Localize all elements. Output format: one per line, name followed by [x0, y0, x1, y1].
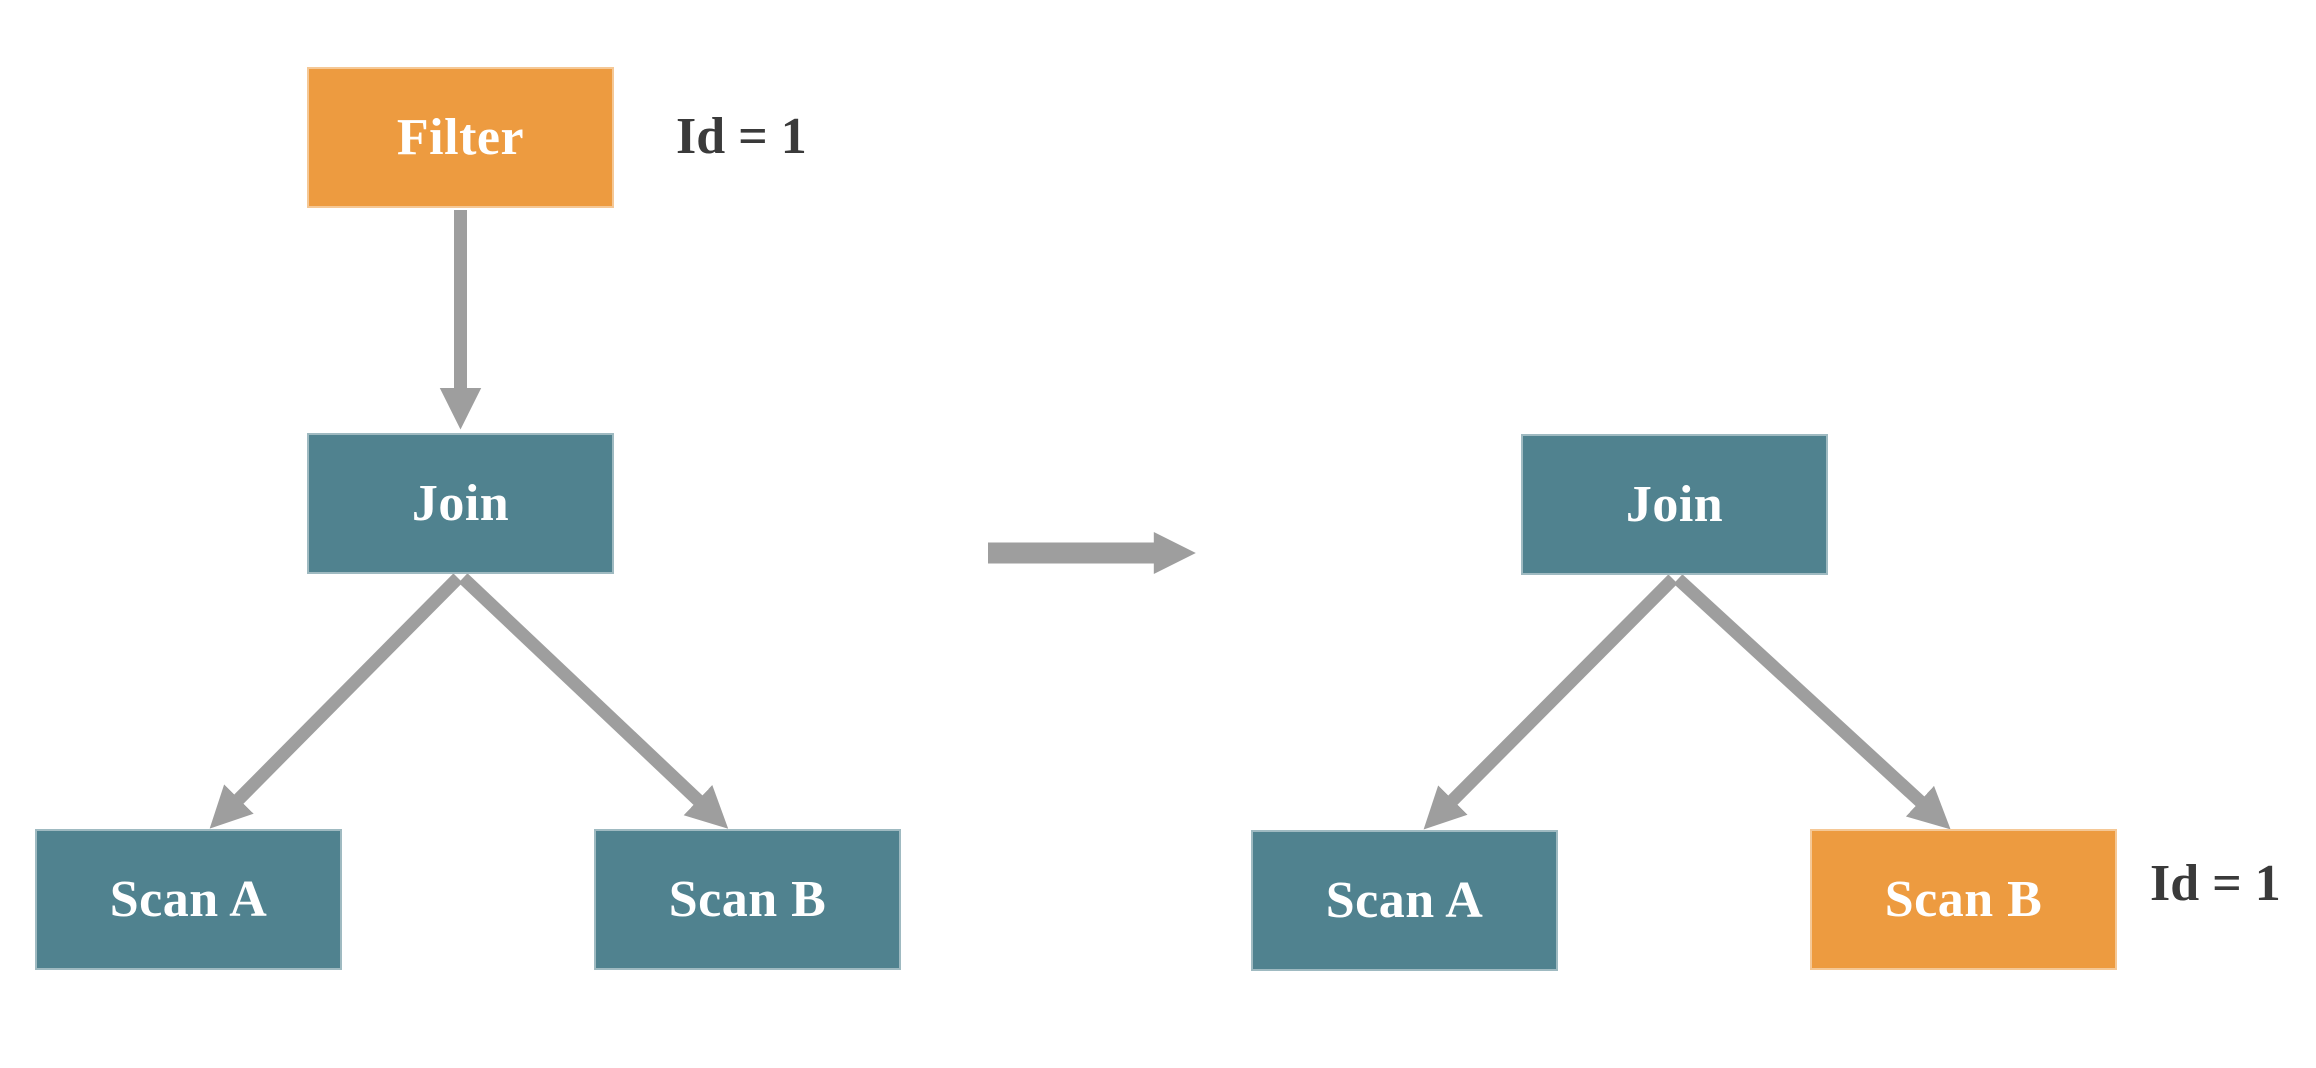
node-scan-a-right: Scan A: [1251, 830, 1558, 971]
node-join-left: Join: [307, 433, 614, 574]
node-scan-b-right: Scan B: [1810, 829, 2117, 970]
node-filter-left-label: Filter: [396, 109, 525, 166]
node-scan-a-left-label: Scan A: [109, 871, 268, 928]
node-filter-left: Filter: [307, 67, 614, 208]
node-scan-a-right-label: Scan A: [1325, 872, 1484, 929]
join-to-scan-b-arrow-icon-left: [458, 573, 729, 829]
node-join-left-label: Join: [411, 475, 510, 532]
node-scan-b-left: Scan B: [594, 829, 901, 970]
node-scan-b-left-label: Scan B: [668, 871, 827, 928]
node-scan-a-left: Scan A: [35, 829, 342, 970]
join-to-scan-b-arrow-icon-right: [1673, 574, 1951, 830]
join-to-scan-a-arrow-icon-left: [209, 573, 463, 829]
annotation-filter-predicate: Id = 1: [676, 108, 807, 165]
annotation-pushed-predicate: Id = 1: [2150, 855, 2281, 912]
node-join-right-label: Join: [1625, 476, 1724, 533]
node-scan-b-right-label: Scan B: [1884, 871, 2043, 928]
node-join-right: Join: [1521, 434, 1828, 575]
join-to-scan-a-arrow-icon-right: [1423, 574, 1678, 830]
